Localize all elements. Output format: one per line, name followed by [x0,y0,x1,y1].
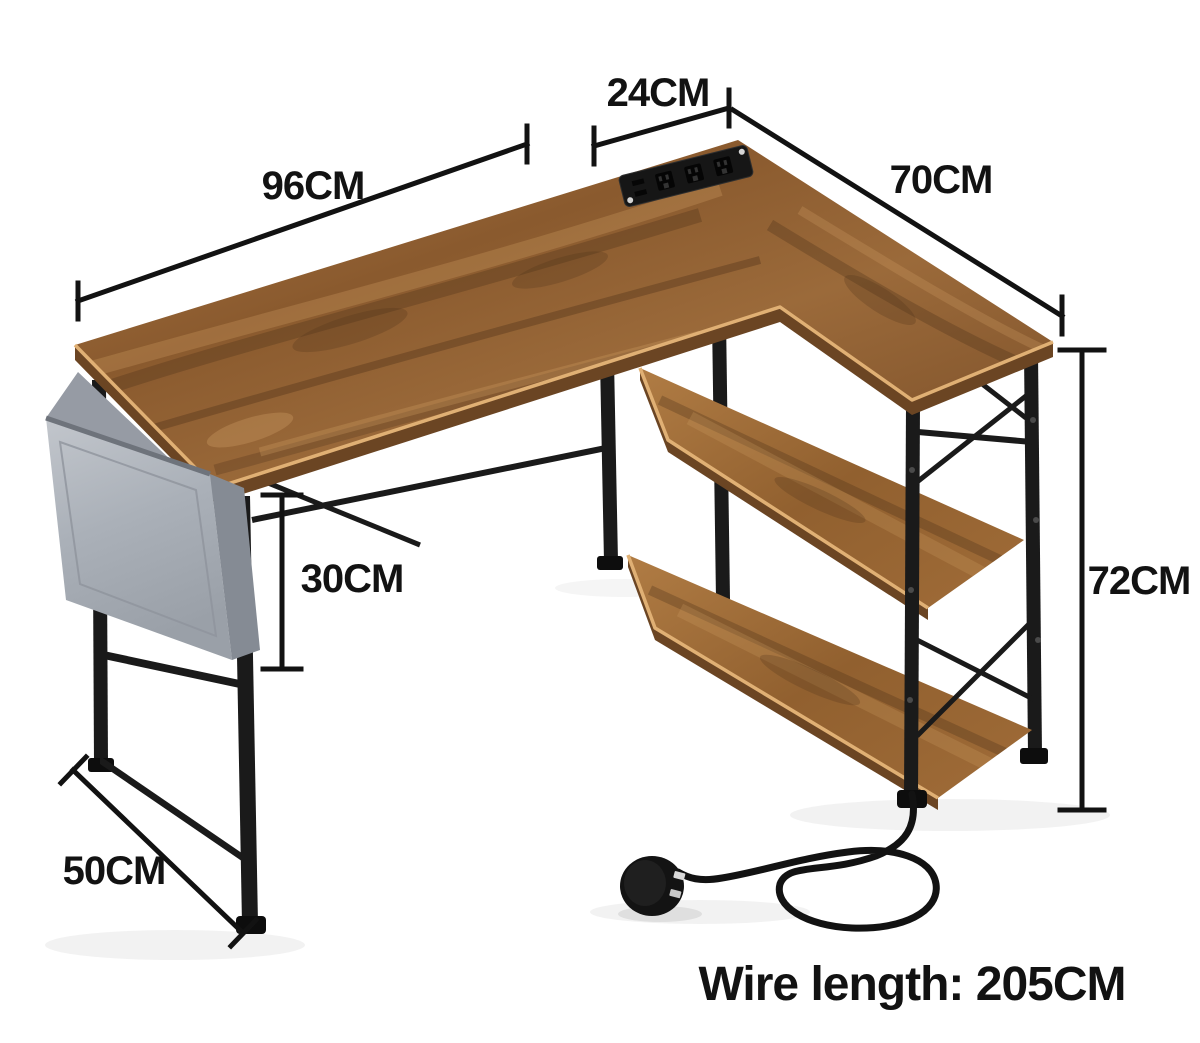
dimension-label-72cm: 72CM [1088,559,1191,603]
plug-pin-2 [669,889,682,899]
right-x-brace-2 [915,616,1037,738]
left-low-stretcher [100,756,252,868]
under-desk-stretcher [251,445,607,523]
dimension-30cm: 30CM [260,492,404,672]
left-crossbar [99,650,249,690]
dimension-70cm: 70CM [729,106,1066,337]
wire-length-label: Wire length: 205CM [699,958,1126,1011]
dimension-72cm: 72CM [1057,347,1191,813]
socket-pin-slots [658,159,728,189]
dimension-50cm: 50CM [57,753,260,950]
power-cord [674,790,940,932]
desk-wood-grain [92,180,1047,476]
desk-top-surface [75,140,1053,488]
bottom-shelf [626,554,1032,810]
desk-top [73,140,1054,503]
power-cord-group [618,790,940,932]
dimension-96cm: 96CM [74,123,531,322]
storage-bag-front [46,418,232,660]
dimension-label-24cm: 24CM [607,71,710,115]
storage-bag-side [210,474,260,660]
under-desk-brace [255,475,421,548]
dimension-label-70cm: 70CM [890,158,993,202]
right-upper-brace [915,390,1033,484]
plug-pin-1 [673,871,686,881]
dimension-label-50cm: 50CM [63,849,166,893]
storage-bag [45,372,260,660]
front-right-leg [904,404,920,798]
right-x-brace-1 [915,637,1037,703]
frame-screws [907,417,1041,703]
back-right-leg [1024,352,1042,754]
usb-port-2 [634,189,648,197]
power-strip [618,145,754,207]
back-right-foot [1020,748,1048,764]
rear-middle-foot [597,556,623,570]
dimension-label-30cm: 30CM [301,557,404,601]
dimension-label-96cm: 96CM [262,164,365,208]
dimension-24cm: 24CM [590,71,733,167]
middle-shelf [638,367,1024,620]
storage-bag-rim [45,415,211,477]
rear-middle-post [600,360,618,562]
usb-port-1 [631,178,645,187]
